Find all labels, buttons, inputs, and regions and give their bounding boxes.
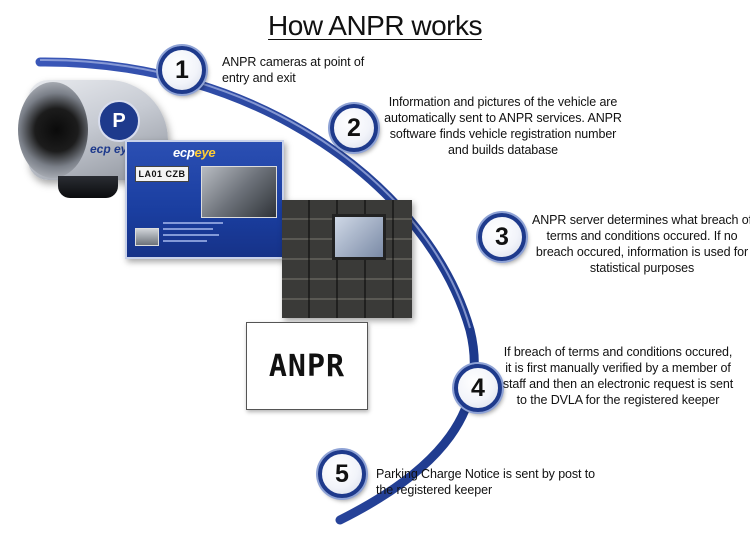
detail-line <box>163 228 213 230</box>
step-5-text: Parking Charge Notice is sent by post to… <box>376 467 596 497</box>
anpr-software-screen: ecpeye LA01 CZB <box>125 140 284 259</box>
screen-brand: ecpeye <box>173 145 216 160</box>
diagram-title: How ANPR works <box>268 10 482 41</box>
anpr-sign: ANPR <box>246 322 368 410</box>
vehicle-thumbnail <box>135 228 159 246</box>
step-3-text: ANPR server determines what breach of te… <box>532 213 750 275</box>
step-2-badge: 2 <box>330 104 378 152</box>
plate-number: LA01 CZB <box>135 166 189 182</box>
detail-line <box>163 234 219 236</box>
step-1-badge: 1 <box>158 46 206 94</box>
camera-mount <box>58 176 118 198</box>
step-4-badge: 4 <box>454 364 502 412</box>
step-5-badge: 5 <box>318 450 366 498</box>
camera-brand-text: ecp eye <box>90 142 135 156</box>
step-4-text: If breach of terms and conditions occure… <box>502 345 734 407</box>
server-monitor <box>332 214 386 260</box>
vehicle-photo <box>201 166 277 218</box>
detail-line <box>163 240 207 242</box>
step-3-badge: 3 <box>478 213 526 261</box>
anpr-camera-illustration: P ecp eye <box>18 72 168 202</box>
server-room-photo <box>282 200 412 318</box>
step-1-text: ANPR cameras at point of entry and exit <box>222 55 365 85</box>
camera-lens <box>18 82 88 178</box>
parking-logo-icon: P <box>98 100 140 142</box>
step-2-text: Information and pictures of the vehicle … <box>384 95 622 157</box>
detail-line <box>163 222 223 224</box>
